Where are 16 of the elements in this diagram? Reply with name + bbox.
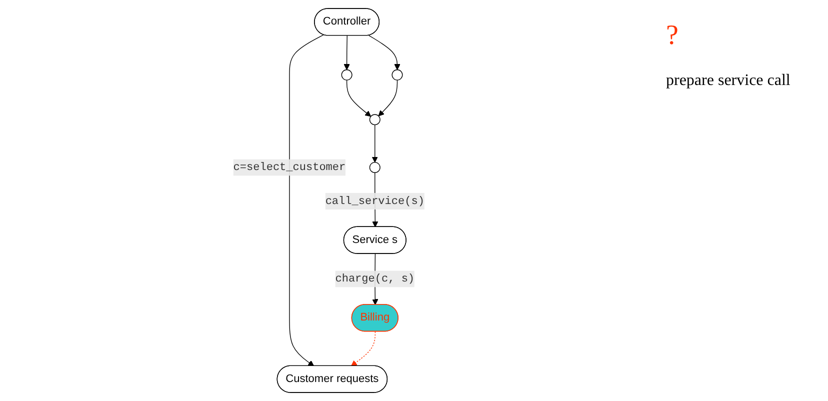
edge-label: call_service(s) [325, 194, 425, 208]
question-mark: ? [666, 20, 680, 52]
arrow [378, 80, 398, 116]
note-text: prepare service call [666, 72, 792, 90]
arrow [372, 124, 378, 163]
edge-label: charge(c, s) [335, 272, 415, 286]
node-circle [341, 69, 352, 80]
arrow [351, 331, 376, 366]
arrow [346, 80, 372, 117]
arrow [368, 35, 400, 70]
arrow [344, 35, 350, 70]
node-circle [392, 69, 403, 80]
arrow [289, 34, 324, 366]
node-circle [370, 114, 381, 126]
edge-label: c=select_customer [233, 161, 346, 174]
node-circle [370, 162, 381, 173]
